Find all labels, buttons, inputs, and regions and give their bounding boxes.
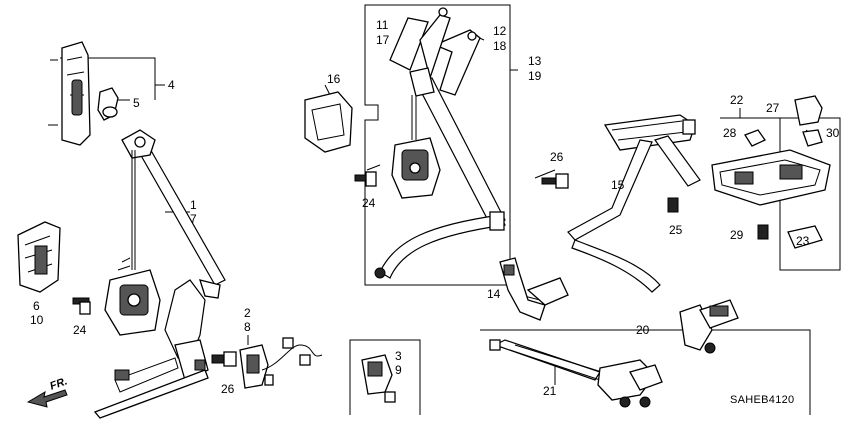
callout-3: 3 (395, 349, 402, 363)
cap-part-27 (794, 95, 823, 126)
callout-19: 19 (528, 69, 542, 83)
callout-22: 22 (730, 93, 744, 107)
clip-part-28 (744, 129, 766, 147)
upper-guide-part-12 (433, 29, 481, 96)
bolt-part-29 (757, 224, 769, 240)
callout-9: 9 (395, 363, 402, 377)
callout-5: 5 (133, 96, 140, 110)
callout-17: 17 (376, 33, 390, 47)
callout-16: 16 (327, 72, 341, 86)
callout-25: 25 (669, 223, 683, 237)
callout-29: 29 (730, 228, 744, 242)
callout-24-center: 24 (362, 196, 376, 210)
callout-23: 23 (796, 234, 810, 248)
callout-7: 7 (190, 212, 197, 226)
callout-8: 8 (244, 320, 251, 334)
callout-21: 21 (543, 384, 557, 398)
callout-20: 20 (636, 323, 650, 337)
seat-bracket-part-22 (711, 149, 831, 206)
callout-30: 30 (826, 126, 840, 140)
rear-lap-belt (379, 214, 506, 279)
frame-buckle-box (349, 339, 421, 415)
callout-24-left: 24 (73, 323, 87, 337)
bolt-part-25 (667, 197, 679, 213)
callout-26-center: 26 (550, 150, 564, 164)
callout-12: 12 (493, 24, 507, 38)
callout-14: 14 (487, 287, 501, 301)
buckle-harness (261, 344, 323, 371)
cover-part-16 (304, 91, 353, 153)
upper-guide-part-11 (389, 17, 429, 71)
seat-rail-bar (93, 369, 209, 419)
callout-26-left: 26 (221, 382, 235, 396)
frame-front-anchor-cover (60, 57, 156, 100)
rear-lap-strap-part-15 (571, 239, 661, 293)
diagram-code: SAHEB4120 (730, 394, 795, 406)
front-direction-arrow (26, 389, 68, 408)
nut-part-30 (802, 129, 823, 147)
upper-bracket (419, 14, 451, 81)
frame-rear-center (364, 4, 511, 286)
callout-11: 11 (376, 18, 389, 32)
callout-18: 18 (493, 39, 507, 53)
callout-6: 6 (33, 299, 40, 313)
callout-2: 2 (244, 306, 251, 320)
callout-15: 15 (611, 178, 625, 192)
callout-10: 10 (30, 313, 44, 327)
rear-belt-part-21 (493, 339, 601, 381)
callout-27: 27 (766, 101, 780, 115)
callout-13: 13 (528, 54, 542, 68)
callout-1: 1 (190, 198, 197, 212)
callout-4: 4 (168, 78, 175, 92)
frame-seat-bracket (779, 117, 841, 271)
bracket-part-23 (787, 225, 823, 249)
callout-28: 28 (723, 126, 737, 140)
front-belt-webbing-upper (134, 139, 226, 286)
frame-rear-buckle (480, 329, 811, 415)
